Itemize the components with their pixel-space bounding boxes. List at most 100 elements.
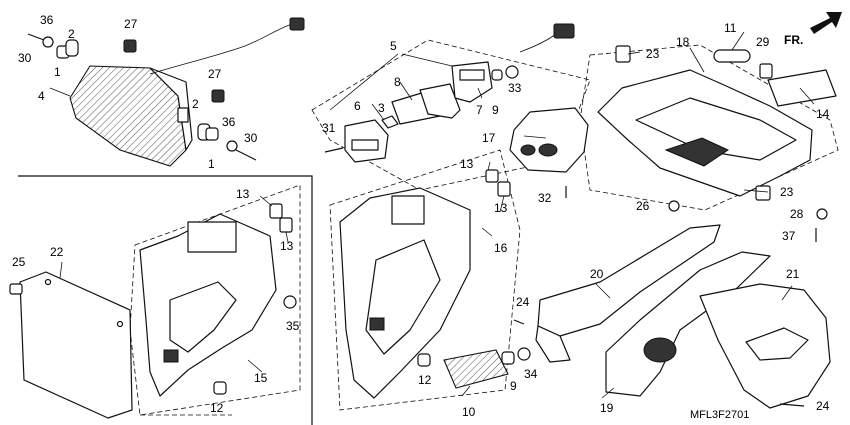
tail-light-group xyxy=(69,17,305,167)
callout-2-upper: 2 xyxy=(68,27,75,41)
lower-left-bracket-frame xyxy=(18,175,313,425)
plate-hole-lower xyxy=(116,320,124,328)
socket-plate xyxy=(419,83,461,119)
front-direction-label: FR. xyxy=(784,33,803,47)
callout-12-center: 12 xyxy=(418,373,432,387)
license-plate-22 xyxy=(9,271,133,419)
callout-3: 3 xyxy=(378,101,385,115)
screw-24-right xyxy=(779,403,805,407)
washer-36-lower xyxy=(226,140,238,152)
sticker-14 xyxy=(767,69,837,107)
tail-light-hardware xyxy=(27,33,257,161)
callout-30-lower: 30 xyxy=(244,131,258,145)
grommet-2-upper xyxy=(65,39,79,57)
callout-4: 4 xyxy=(38,89,45,103)
seal-band-11 xyxy=(713,49,751,63)
grommet-27-lower xyxy=(211,89,225,103)
fender-b-group-frame xyxy=(329,149,521,411)
screw-24-left xyxy=(513,319,525,325)
nut-35 xyxy=(283,295,297,309)
license-light-wire xyxy=(519,33,557,53)
clip-23-upper xyxy=(615,45,631,63)
rivet-26 xyxy=(668,200,680,212)
rear-fender-a-plate xyxy=(163,349,179,363)
rear-fender-a-mount-block xyxy=(187,221,237,253)
callout-30-upper: 30 xyxy=(18,51,32,65)
bracket-20-mount xyxy=(535,325,571,363)
callout-24-left: 24 xyxy=(516,295,530,309)
license-light-base-7 xyxy=(451,61,493,103)
callout-13-b-upper: 13 xyxy=(460,157,474,171)
callout-22: 22 xyxy=(50,245,64,259)
callout-37: 37 xyxy=(782,229,796,243)
callout-12-left: 12 xyxy=(210,401,224,415)
callout-27-upper: 27 xyxy=(124,17,138,31)
tail-light-connector xyxy=(289,17,305,31)
grommet-27-upper xyxy=(123,39,137,53)
callout-21: 21 xyxy=(786,267,800,281)
direction-indicator: FR. xyxy=(784,12,842,47)
rear-fender-a-15 xyxy=(139,203,297,397)
callout-14: 14 xyxy=(816,107,830,121)
callout-13-b-lower: 13 xyxy=(494,201,508,215)
washer-28 xyxy=(816,208,828,220)
bracket-group xyxy=(513,224,831,409)
license-light-lens-window xyxy=(351,139,379,151)
callout-32: 32 xyxy=(538,191,552,205)
bolt-30-lower xyxy=(235,149,257,161)
callout-7: 7 xyxy=(476,103,483,117)
callout-26: 26 xyxy=(636,199,650,213)
lower-license-light xyxy=(417,347,531,389)
cover-17-hole-left xyxy=(520,144,536,156)
callout-19: 19 xyxy=(600,401,614,415)
callout-36-upper: 36 xyxy=(40,13,54,27)
tail-light-housing xyxy=(149,67,193,151)
bolt-29 xyxy=(759,63,773,79)
callout-9-upper: 9 xyxy=(492,103,499,117)
license-light-connector xyxy=(553,23,575,39)
clip-13-b-upper xyxy=(485,169,499,183)
nut-34 xyxy=(517,347,531,361)
collar-1-lower xyxy=(205,127,219,141)
callout-35: 35 xyxy=(286,319,300,333)
callout-17: 17 xyxy=(482,131,496,145)
callout-28: 28 xyxy=(790,207,804,221)
bolt-30-upper xyxy=(27,33,45,41)
license-light-lens-10 xyxy=(443,349,509,389)
rear-fender-18 xyxy=(597,45,837,242)
front-arrow-icon xyxy=(810,12,842,34)
rear-fender-a-inner xyxy=(169,281,237,353)
callout-36-lower: 36 xyxy=(222,115,236,129)
callout-8: 8 xyxy=(394,75,401,89)
callout-labels: 36 27 2 30 1 4 27 2 36 30 1 5 8 6 3 31 7… xyxy=(12,13,830,421)
callout-13-a-upper: 13 xyxy=(236,187,250,201)
bolt-25 xyxy=(9,283,23,295)
callout-33: 33 xyxy=(508,81,522,95)
clip-23-lower xyxy=(755,185,771,201)
cover-17-hole-right xyxy=(538,143,558,157)
callout-29: 29 xyxy=(756,35,770,49)
callout-5: 5 xyxy=(390,39,397,53)
tail-light-mount-boss xyxy=(177,107,189,123)
license-light-parts xyxy=(324,23,589,198)
clip-13-b-lower xyxy=(497,181,511,197)
callout-11: 11 xyxy=(724,21,737,35)
callout-18: 18 xyxy=(676,35,690,49)
license-plate-body xyxy=(19,271,133,419)
tail-light-wire xyxy=(149,23,293,75)
washer-36-upper xyxy=(42,36,54,48)
callout-10: 10 xyxy=(462,405,476,419)
cover-17 xyxy=(509,107,589,173)
nut-33 xyxy=(505,65,519,79)
bracket-19-hole xyxy=(643,337,677,363)
rear-fender-b-16 xyxy=(339,169,511,399)
collar-9-upper xyxy=(491,69,503,81)
clip-13-a-upper xyxy=(269,203,283,219)
collar-12-center xyxy=(417,353,431,367)
rear-fender-b-plate xyxy=(369,317,385,331)
inner-fender-21-flap xyxy=(745,327,809,361)
bulb-3 xyxy=(381,115,399,129)
callout-15: 15 xyxy=(254,371,268,385)
socket-window xyxy=(459,69,485,81)
callout-20: 20 xyxy=(590,267,604,281)
